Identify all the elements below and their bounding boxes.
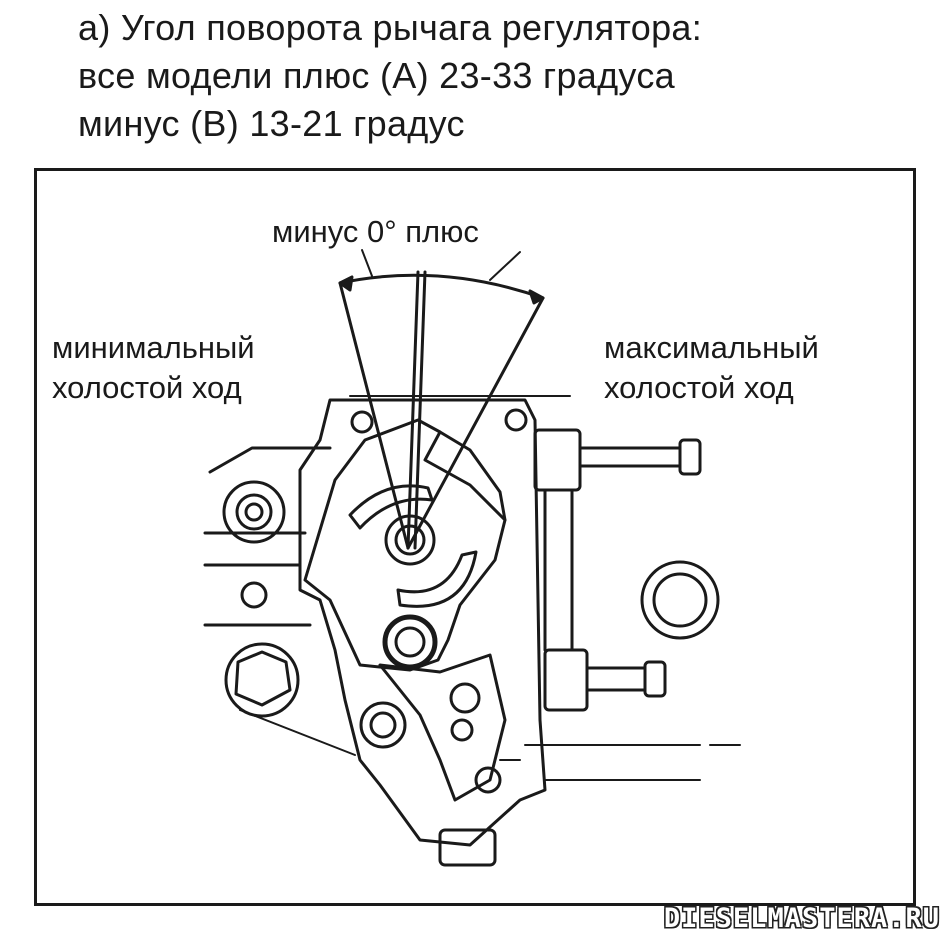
engine-block-right: [499, 560, 741, 781]
min-idle-label: минимальный холостой ход: [52, 328, 255, 408]
angle-scale-label: минус 0° плюс: [272, 214, 479, 249]
angle-sector: [338, 249, 571, 550]
caption-line-1: а) Угол поворота рычага регулятора:: [78, 7, 703, 48]
caption-line-3: минус (В) 13-21 градус: [78, 103, 465, 144]
governor-housing: [298, 398, 547, 867]
lower-lever: [378, 653, 507, 802]
max-idle-label: максимальный холостой ход: [604, 328, 819, 408]
figure-caption: а) Угол поворота рычага регулятора: все …: [78, 4, 702, 148]
caption-line-2: все модели плюс (А) 23-33 градуса: [78, 55, 675, 96]
min-idle-label-line-2: холостой ход: [52, 370, 242, 405]
engine-block-left: [203, 446, 356, 756]
max-idle-label-line-2: холостой ход: [604, 370, 794, 405]
max-idle-label-line-1: максимальный: [604, 330, 819, 365]
site-watermark: DIESELMASTERA.RU: [663, 903, 940, 934]
adjusting-rod-upper: [533, 428, 702, 652]
diagram-frame: [34, 168, 916, 906]
adjusting-rod-lower: [543, 648, 667, 712]
min-idle-label-line-1: минимальный: [52, 330, 255, 365]
regulator-lever: [303, 418, 507, 672]
